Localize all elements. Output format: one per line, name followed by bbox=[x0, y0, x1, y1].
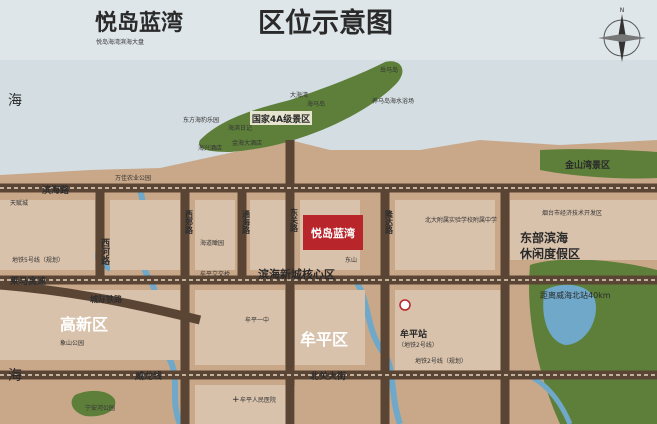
compass-north-label: N bbox=[620, 7, 625, 14]
scenic-label: 国家4A级景区 bbox=[252, 113, 310, 125]
poi-yantai-school: 烟台市经济技术开发区 bbox=[542, 209, 602, 217]
road-binhai: 滨海路 bbox=[42, 184, 70, 196]
hospital-icon: + bbox=[232, 395, 240, 405]
poi-subway2: 地铁2号线（规划） bbox=[415, 357, 467, 365]
poi-xiangshan: 象山公园 bbox=[60, 339, 84, 347]
weihai-distance: 距离威海北站40km bbox=[540, 290, 611, 300]
poi-beida-school: 北大附属实验学校附属中学 bbox=[425, 216, 497, 224]
sea-label: 海 bbox=[8, 93, 22, 109]
district-binhai-core: 滨海新城核心区 bbox=[258, 267, 335, 281]
poi-muping-station: 牟平站 bbox=[400, 328, 427, 340]
poi-haidao-hotel: 海道瞰园 bbox=[200, 239, 224, 247]
project-marker[interactable] bbox=[303, 215, 363, 250]
district-muping: 牟平区 bbox=[300, 330, 348, 349]
island-place-4: 东方海豹乐园 bbox=[183, 116, 219, 124]
logo-text: 悦岛蓝湾 bbox=[95, 10, 183, 36]
island-place-2: 大海湾 bbox=[290, 91, 308, 99]
metro-station-icon[interactable] bbox=[399, 299, 411, 311]
road-tonghai: 通海路 bbox=[241, 209, 251, 235]
road-xihe: 西河路 bbox=[99, 238, 110, 266]
island bbox=[199, 61, 403, 152]
page-title: 区位示意图 bbox=[258, 7, 393, 39]
island-place-6: 金海大酒店 bbox=[232, 139, 262, 147]
island-place-1: 岳马岛 bbox=[380, 66, 398, 74]
poi-zhongxue: 牟平一中 bbox=[245, 316, 269, 324]
road-dongguan: 东关路 bbox=[289, 207, 299, 233]
poi-interchange: 牟平立交桥 bbox=[200, 270, 230, 278]
road-longda: 隆达路 bbox=[384, 209, 394, 235]
city-blocks bbox=[0, 200, 657, 424]
island-place-5: 海滨日记 bbox=[228, 124, 252, 132]
jinshan-green bbox=[540, 149, 657, 179]
district-east-1: 东部滨海 bbox=[520, 230, 568, 245]
compass-icon bbox=[598, 14, 646, 62]
road-xijiao: 西郊路 bbox=[184, 210, 194, 235]
poi-tianfu: 天赋城 bbox=[10, 200, 28, 207]
poi-hospital: 牟平人民医院 bbox=[240, 396, 276, 404]
district-jinshan: 金山湾景区 bbox=[564, 159, 610, 171]
district-gaoxin: 高新区 bbox=[60, 315, 108, 334]
south-park bbox=[71, 390, 116, 417]
logo-sub: 悦岛海湾滨海大盘 bbox=[96, 38, 144, 46]
island-place-3: 海马岛 bbox=[307, 100, 325, 108]
road-beiguan: 北关大街 bbox=[310, 370, 346, 382]
district-east-2: 休闲度假区 bbox=[519, 246, 580, 261]
project-east-label: 东山 bbox=[345, 256, 357, 264]
island-place-8: 养马岛海水浴场 bbox=[372, 97, 414, 105]
poi-muping-station-sub: （地铁2号线） bbox=[398, 341, 438, 349]
project-name: 悦岛蓝湾 bbox=[311, 226, 355, 240]
road-caima: 莱马高速 bbox=[10, 275, 46, 287]
island-place-7: 海兴酒店 bbox=[198, 144, 222, 152]
poi-subway5: 地铁5号线（规划） bbox=[12, 256, 64, 264]
sea-label-west: 海 bbox=[8, 368, 22, 384]
road-railway: 城际铁路 bbox=[90, 294, 123, 304]
east-lake bbox=[543, 284, 596, 345]
poi-wandao: 万佳农业公园 bbox=[115, 174, 151, 182]
poi-west-park: 宁安河公园 bbox=[85, 404, 115, 412]
road-weilong: 威龙线 bbox=[135, 370, 162, 382]
